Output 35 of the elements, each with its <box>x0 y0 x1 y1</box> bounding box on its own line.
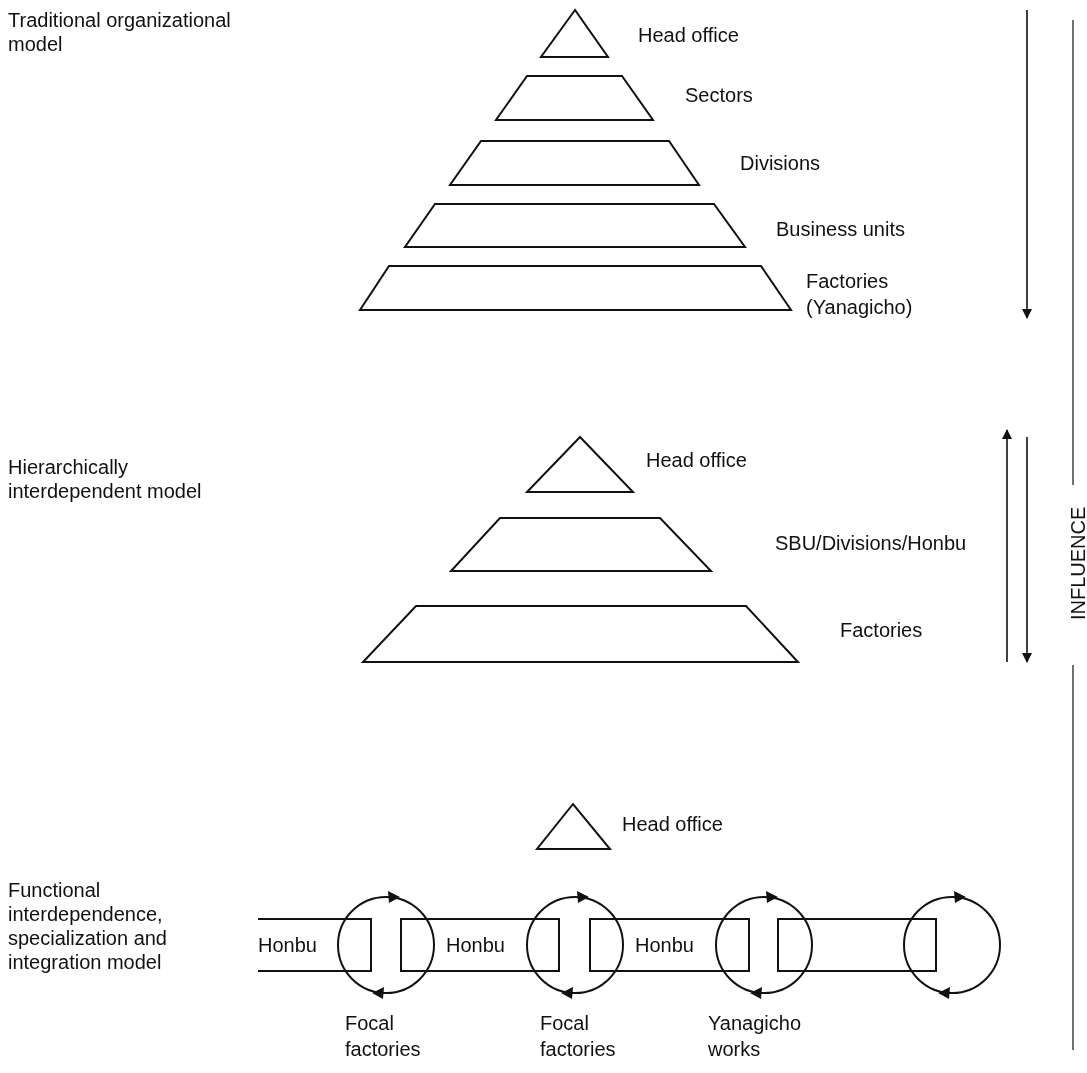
tier-label: Head office <box>622 812 724 837</box>
rotation-circle <box>337 891 435 999</box>
triangle-shape <box>537 804 610 849</box>
tier-label: SBU/Divisions/Honbu <box>775 531 968 556</box>
pyramid-tier <box>363 606 798 662</box>
box-label: Honbu <box>258 933 317 958</box>
box-label: Honbu <box>635 933 694 958</box>
model-label: Traditional organizational model <box>8 8 232 56</box>
tier-label: Focal factories <box>540 1011 617 1062</box>
unit-box <box>400 918 560 972</box>
pyramid-tier <box>450 141 699 185</box>
tier-label: Head office <box>646 448 748 473</box>
unit-box <box>258 918 372 972</box>
tier-label: Business units <box>776 217 906 242</box>
pyramid-tier <box>405 204 745 247</box>
tier-label: Focal factories <box>345 1011 422 1062</box>
tier-label: Divisions <box>740 151 822 176</box>
tier-label: Factories <box>840 618 924 643</box>
box-label: Honbu <box>446 933 505 958</box>
model-label: Hierarchically interdependent model <box>8 455 203 503</box>
pyramid-tier <box>451 518 711 571</box>
tier-label: Sectors <box>685 83 754 108</box>
triangle-shape <box>541 10 608 57</box>
unit-box <box>777 918 937 972</box>
rotation-circle <box>903 891 1001 999</box>
model-label: Functional interdependence, specialization and integration model <box>8 878 168 974</box>
rotation-circle <box>526 891 624 999</box>
tier-label: Head office <box>638 23 740 48</box>
tier-label: Factories (Yanagicho) <box>806 269 914 320</box>
pyramid-tier <box>496 76 653 120</box>
triangle-shape <box>527 437 633 492</box>
pyramid-tier <box>360 266 791 310</box>
rotation-circle <box>715 891 813 999</box>
unit-box <box>589 918 750 972</box>
tier-label: Yanagicho works <box>708 1011 803 1062</box>
